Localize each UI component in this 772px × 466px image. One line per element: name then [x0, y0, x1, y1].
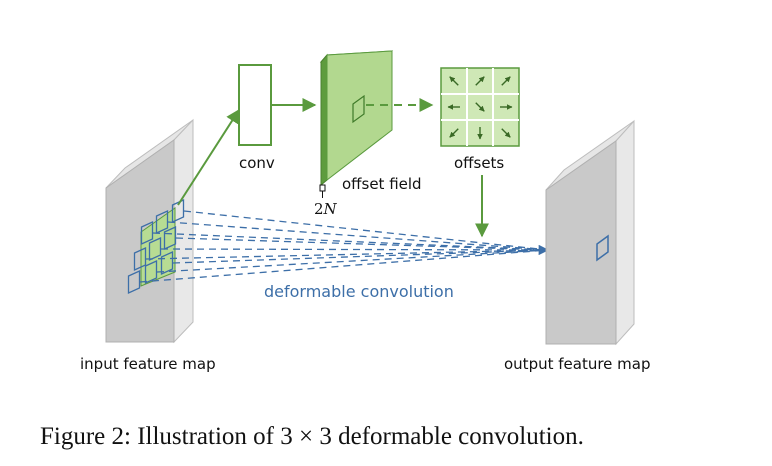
sampling-line: [172, 249, 549, 264]
input-map-right-side: [173, 118, 194, 344]
offset-arrow: [501, 128, 511, 138]
sampling-line: [152, 232, 549, 251]
offsets-label: offsets: [454, 154, 504, 172]
figure-caption: Figure 2: Illustration of 3 × 3 deformab…: [40, 423, 584, 450]
offset-arrow: [449, 128, 459, 138]
offset-arrow: [475, 76, 485, 86]
deformed-sampling-cells: [127, 198, 185, 295]
sampling-grid-highlight: [140, 207, 176, 287]
offset-arrow: [449, 76, 459, 86]
two-n-variable: N: [323, 200, 338, 218]
output-map-front-face: [545, 140, 617, 345]
sampling-line: [160, 244, 550, 256]
input-map-front-face: [105, 139, 175, 343]
sampling-line: [139, 249, 549, 283]
deformable-convolution-label: deformable convolution: [264, 282, 454, 301]
sampling-cell: [133, 246, 147, 272]
two-n-marker-box: [319, 184, 326, 192]
input-feature-map: [105, 118, 194, 344]
sampling-line: [183, 210, 549, 251]
offset-field-left-side: [320, 53, 328, 187]
sampling-line: [175, 237, 549, 251]
offset-field-front-face: [326, 50, 393, 182]
sampling-cell: [155, 209, 169, 235]
input-sampling-region: [127, 198, 185, 295]
offsets-grid: [440, 67, 520, 147]
conv-box: [238, 64, 272, 146]
sampling-cell: [140, 220, 154, 246]
output-map-right-side: [615, 119, 635, 346]
conv-label: conv: [239, 154, 275, 172]
two-n-marker: [319, 184, 326, 198]
offset-arrow: [475, 102, 485, 112]
input-to-conv-arrow: [177, 108, 240, 206]
offset-field: [319, 50, 394, 187]
output-cell: [596, 234, 609, 262]
sampling-cell: [148, 236, 162, 262]
sampling-cell: [160, 250, 174, 276]
output-feature-map: [545, 119, 635, 346]
two-n-label: 2N: [314, 200, 338, 218]
sampling-cell: [144, 259, 158, 285]
output-feature-map-label: output feature map: [504, 355, 651, 373]
offset-arrow: [501, 76, 511, 86]
two-n-prefix: 2: [314, 200, 324, 218]
sampling-cell: [127, 269, 141, 295]
offset-field-label: offset field: [342, 175, 422, 193]
sampling-line: [156, 249, 549, 273]
sampling-line: [167, 221, 549, 251]
offset-field-cell: [352, 94, 365, 124]
sampling-cell: [163, 225, 177, 251]
deformable-convolution-lines: [139, 210, 550, 283]
input-feature-map-label: input feature map: [80, 355, 216, 373]
